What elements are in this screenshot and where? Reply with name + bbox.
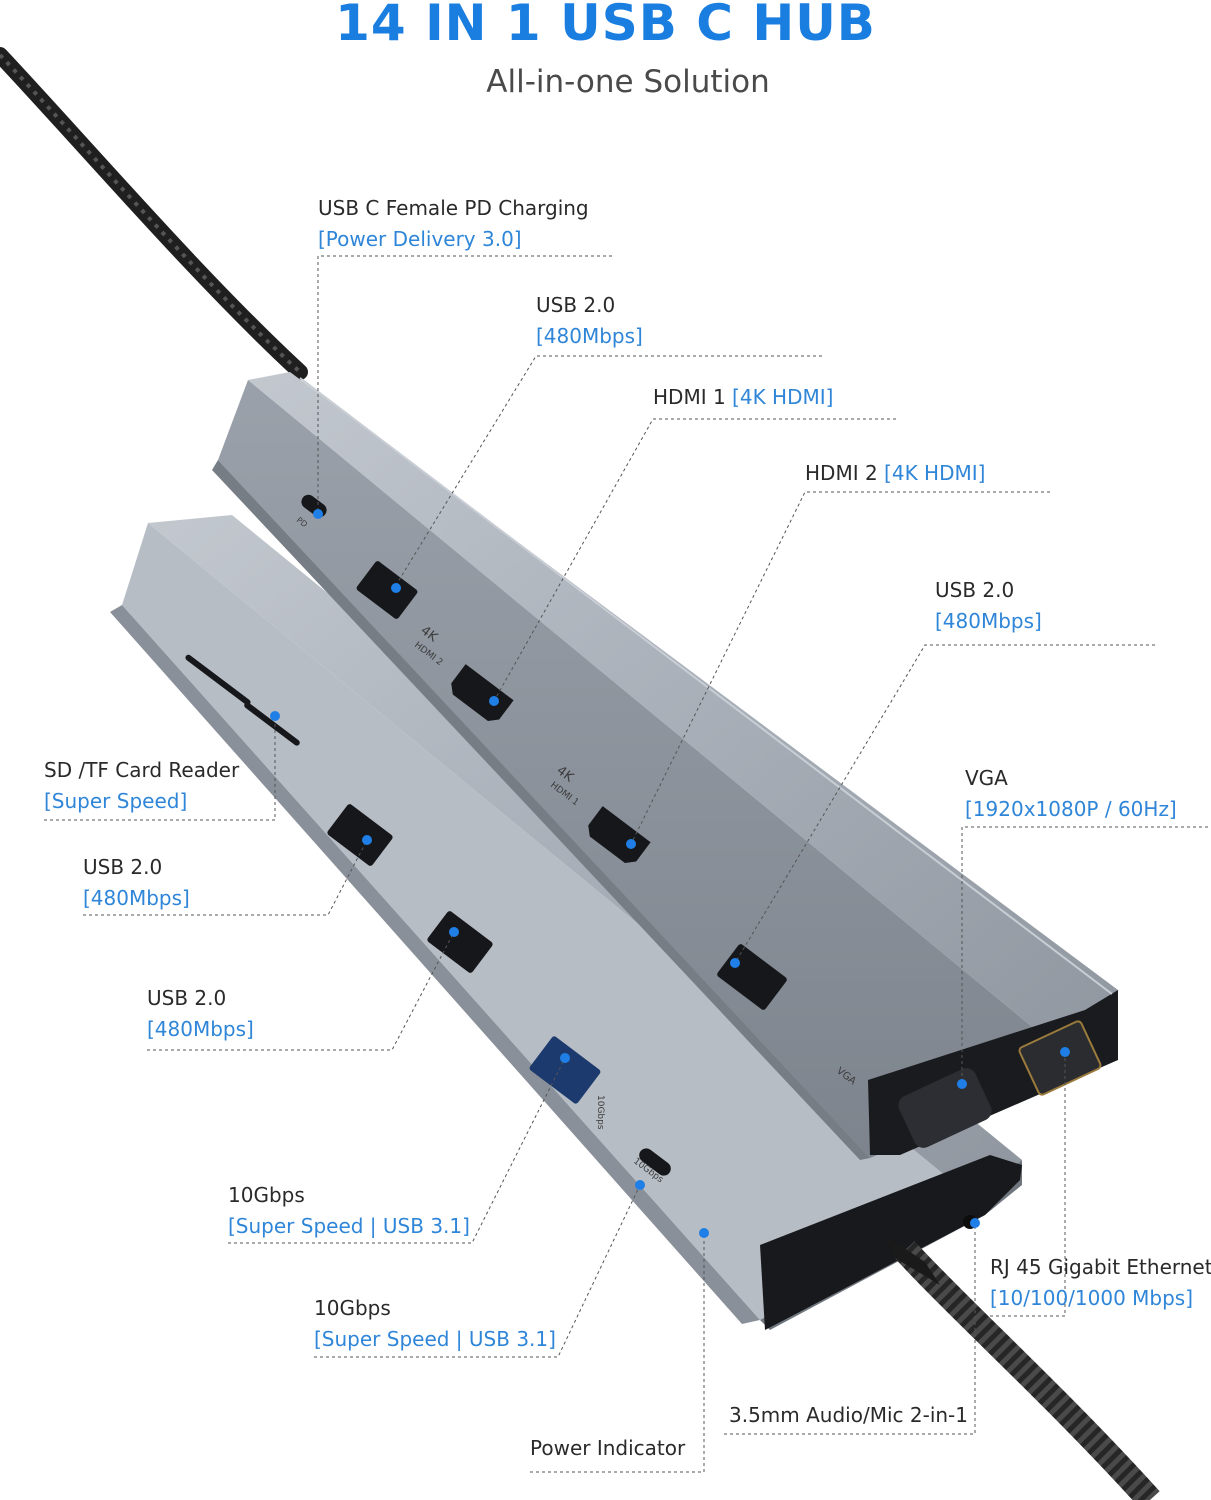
callout-usb-top-a-spec: [480Mbps] <box>536 324 643 348</box>
callout-usb-top-b-name: USB 2.0 <box>935 578 1015 602</box>
callout-hdmi2-spec: [4K HDMI] <box>884 461 986 485</box>
callout-rj45-spec: [10/100/1000 Mbps] <box>990 1286 1194 1310</box>
callout-power-name: Power Indicator <box>530 1436 686 1460</box>
cable-bottom <box>885 1235 1160 1500</box>
callout-hdmi2-name: HDMI 2 <box>805 461 878 485</box>
callout-rj45: RJ 45 Gigabit Ethernet [10/100/1000 Mbps… <box>990 1252 1211 1314</box>
callout-sd: SD /TF Card Reader [Super Speed] <box>44 755 239 817</box>
upper-hub <box>212 372 1118 1160</box>
callout-usb31-c-spec: [Super Speed | USB 3.1] <box>314 1327 556 1351</box>
callout-hdmi1: HDMI 1 [4K HDMI] <box>653 382 833 413</box>
hdmi-port-1 <box>588 806 651 864</box>
rj45-port <box>1018 1020 1102 1096</box>
hdmi-port-2 <box>451 664 514 722</box>
lower-ports: 10Gbps 10Gbps <box>185 654 977 1229</box>
vga-port <box>898 1068 992 1148</box>
page-title: 14 IN 1 USB C HUB <box>335 0 876 52</box>
callout-sd-spec: [Super Speed] <box>44 789 188 813</box>
callout-sd-name: SD /TF Card Reader <box>44 758 240 782</box>
leader-lines <box>44 255 1208 1473</box>
callout-pd: USB C Female PD Charging [Power Delivery… <box>318 193 589 255</box>
callout-usb31-a-name: 10Gbps <box>228 1183 305 1207</box>
callout-pd-spec: [Power Delivery 3.0] <box>318 227 522 251</box>
callout-vga: VGA [1920x1080P / 60Hz] <box>965 763 1177 825</box>
sd-slot <box>185 654 251 706</box>
callout-audio-name: 3.5mm Audio/Mic 2-in-1 <box>729 1403 968 1427</box>
callout-usb31-a: 10Gbps [Super Speed | USB 3.1] <box>228 1180 470 1242</box>
callout-usb-low-b-name: USB 2.0 <box>147 986 227 1010</box>
page-subtitle: All-in-one Solution <box>486 64 770 100</box>
callout-usb-low-b-spec: [480Mbps] <box>147 1017 254 1041</box>
usb31-c-port <box>639 1148 671 1176</box>
usb-a-port-low-1 <box>327 804 393 866</box>
callout-usb31-a-spec: [Super Speed | USB 3.1] <box>228 1214 470 1238</box>
callout-usb-top-a-name: USB 2.0 <box>536 293 616 317</box>
callout-usb31-c: 10Gbps [Super Speed | USB 3.1] <box>314 1293 556 1355</box>
callout-rj45-name: RJ 45 Gigabit Ethernet <box>990 1255 1211 1279</box>
callout-vga-name: VGA <box>965 766 1008 790</box>
tf-slot <box>244 702 300 746</box>
callout-usb-top-a: USB 2.0 [480Mbps] <box>536 290 643 352</box>
callout-pd-name: USB C Female PD Charging <box>318 196 589 220</box>
callout-hdmi1-name: HDMI 1 <box>653 385 726 409</box>
callout-dots <box>270 509 1070 1238</box>
callout-usb-low-a-name: USB 2.0 <box>83 855 163 879</box>
usb31-a-port <box>529 1036 601 1104</box>
usb-a-port-low-2 <box>427 911 493 973</box>
callout-power: Power Indicator <box>530 1433 685 1464</box>
callout-audio: 3.5mm Audio/Mic 2-in-1 <box>729 1400 968 1431</box>
callout-usb31-c-name: 10Gbps <box>314 1296 391 1320</box>
callout-usb-low-a: USB 2.0 [480Mbps] <box>83 852 190 914</box>
callout-hdmi1-spec: [4K HDMI] <box>732 385 834 409</box>
callout-hdmi2: HDMI 2 [4K HDMI] <box>805 458 985 489</box>
usb31a-engraving: 10Gbps <box>595 1095 605 1130</box>
callout-vga-spec: [1920x1080P / 60Hz] <box>965 797 1177 821</box>
cable-top <box>0 47 308 380</box>
callout-usb-low-b: USB 2.0 [480Mbps] <box>147 983 254 1045</box>
usb-a-port-top-1 <box>356 561 418 619</box>
callout-usb-top-b-spec: [480Mbps] <box>935 609 1042 633</box>
callout-usb-low-a-spec: [480Mbps] <box>83 886 190 910</box>
callout-usb-top-b: USB 2.0 [480Mbps] <box>935 575 1042 637</box>
